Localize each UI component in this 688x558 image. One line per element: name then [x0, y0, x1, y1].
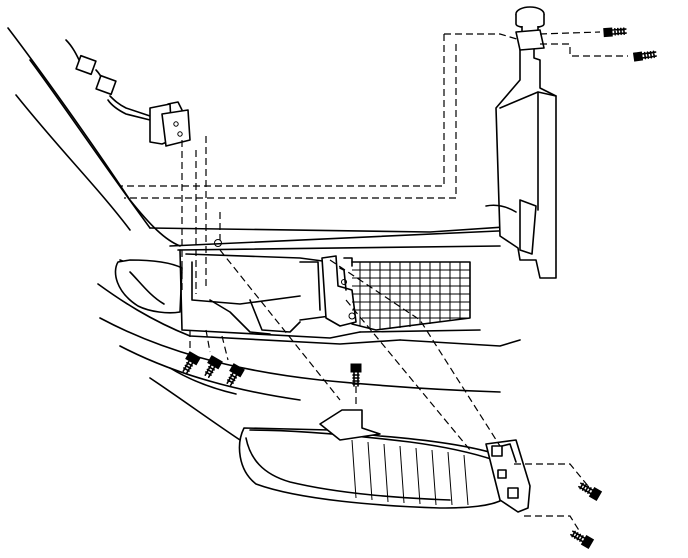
washer-reservoir	[485, 45, 557, 279]
wiring-connector	[65, 39, 191, 147]
headlamp-housing	[114, 239, 361, 339]
fender-panel	[7, 27, 521, 279]
mounting-bolt	[182, 27, 657, 550]
reservoir-cap	[515, 6, 545, 51]
support-bracket	[321, 255, 357, 327]
side-marker-lamp	[238, 409, 531, 513]
front-bumper	[97, 283, 521, 441]
assembly-guide-lines	[120, 31, 628, 533]
grille	[351, 261, 471, 331]
